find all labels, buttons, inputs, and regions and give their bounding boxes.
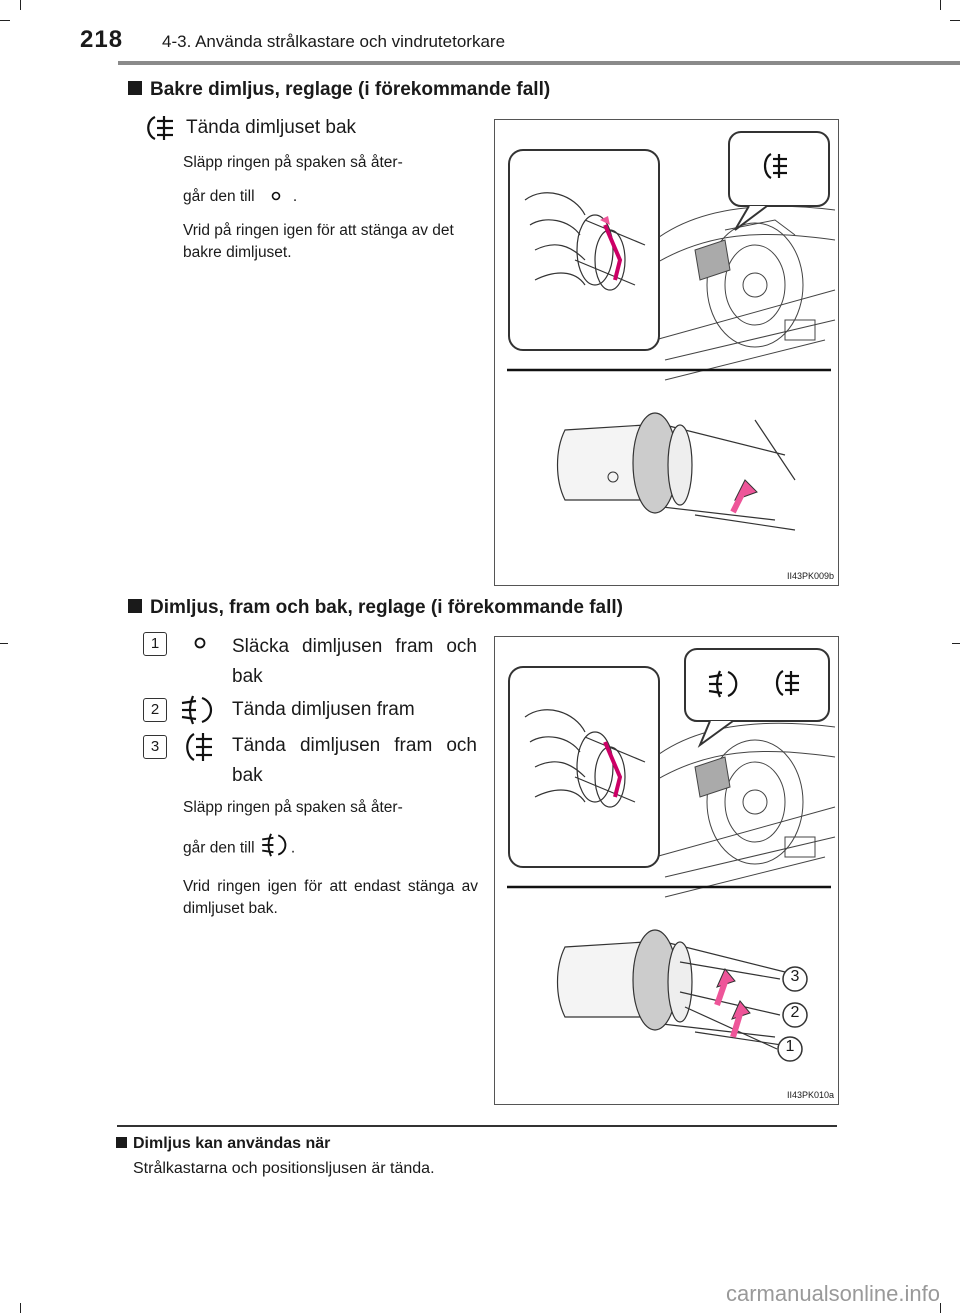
item-label-3: Tända dimljusen fram och bak xyxy=(232,735,477,786)
figure-rear-fog-switch: II43PK009b xyxy=(494,119,839,586)
callout-number: 1 xyxy=(785,1038,795,1055)
note-heading: Dimljus kan användas när xyxy=(116,1135,330,1153)
note-text: Strålkastarna och positionsljusen är tän… xyxy=(133,1160,435,1177)
rear-fog-icon xyxy=(763,153,787,179)
bullet-square-icon xyxy=(128,599,142,613)
item-label-1: Släcka dimljusen fram och bak xyxy=(232,636,477,687)
list-item-3: 3 xyxy=(143,735,167,759)
list-item-1: 1 xyxy=(143,632,167,656)
chapter-title: 4-3. Använda strålkastare och vindruteto… xyxy=(162,32,506,51)
figure-code: II43PK009b xyxy=(786,571,834,581)
paragraph-release-ring-2: Släpp ringen på spaken så åter- går den … xyxy=(183,799,478,917)
callout-number: 3 xyxy=(790,968,800,985)
item-number: 2 xyxy=(143,698,167,722)
rear-fog-icon xyxy=(143,113,183,148)
callout-number: 2 xyxy=(790,1004,800,1021)
item-number: 3 xyxy=(143,735,167,759)
figure-code: II43PK010a xyxy=(786,1090,834,1100)
paragraph-release-ring: Släpp ringen på spaken så åter- går den … xyxy=(183,154,454,261)
watermark: carmanualsonline.info xyxy=(725,1281,940,1306)
note-divider xyxy=(117,1125,837,1127)
bullet-square-icon xyxy=(128,81,142,95)
page-number: 218 xyxy=(80,26,124,53)
figure-front-rear-fog-switch: 3 2 1 II43PK010a xyxy=(494,636,839,1105)
front-fog-icon xyxy=(178,694,218,731)
header-rule xyxy=(118,61,960,65)
rear-fog-icon xyxy=(182,730,222,769)
item-number: 1 xyxy=(143,632,167,656)
off-circle-icon xyxy=(193,636,207,655)
front-fog-icon xyxy=(708,670,738,698)
front-fog-icon xyxy=(259,831,291,866)
list-item-2: 2 xyxy=(143,698,167,722)
off-circle-icon xyxy=(259,186,293,208)
item-label-2: Tända dimljusen fram xyxy=(232,699,415,720)
section-heading-rear-fog: Bakre dimljus, reglage (i förekommande f… xyxy=(128,79,550,101)
item-label-rear-fog: Tända dimljuset bak xyxy=(186,117,357,138)
section-heading-front-rear-fog: Dimljus, fram och bak, reglage (i föreko… xyxy=(128,597,623,619)
bullet-square-icon xyxy=(116,1137,127,1148)
rear-fog-icon xyxy=(775,670,799,696)
